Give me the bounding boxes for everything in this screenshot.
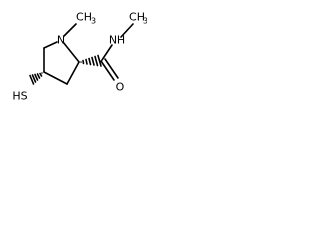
hashed-wedge-c2-carbonyl bbox=[80, 54, 102, 67]
amide-nitrogen-label: N bbox=[109, 34, 117, 47]
bond-c5-n1 bbox=[43, 41, 58, 49]
thiol-label: HS bbox=[12, 90, 27, 103]
bond-c2-c3 bbox=[66, 61, 80, 85]
bond-n1-c2 bbox=[62, 41, 80, 63]
bond-n1-methyl bbox=[63, 23, 77, 37]
bond-c3-c4 bbox=[43, 71, 68, 85]
bond-carbonyl-oxygen-1 bbox=[100, 60, 115, 81]
n-methyl-subscript: 3 bbox=[91, 17, 96, 26]
carbonyl-oxygen-label: O bbox=[116, 81, 125, 94]
amide-hydrogen-label: H bbox=[117, 34, 125, 47]
bond-amide-n-methyl bbox=[120, 23, 134, 38]
n-methyl-label: CH bbox=[76, 11, 92, 24]
amide-methyl-subscript: 3 bbox=[143, 17, 147, 26]
amide-methyl-label: CH bbox=[129, 11, 145, 24]
bond-carbonyl-amide-n bbox=[101, 44, 113, 61]
bond-carbonyl-oxygen-2 bbox=[104, 58, 119, 79]
hashed-wedge-c4-thiol bbox=[29, 72, 43, 85]
molecule-structure: N CH 3 N H CH 3 O HS bbox=[12, 11, 147, 103]
ring-nitrogen-label: N bbox=[57, 34, 65, 47]
